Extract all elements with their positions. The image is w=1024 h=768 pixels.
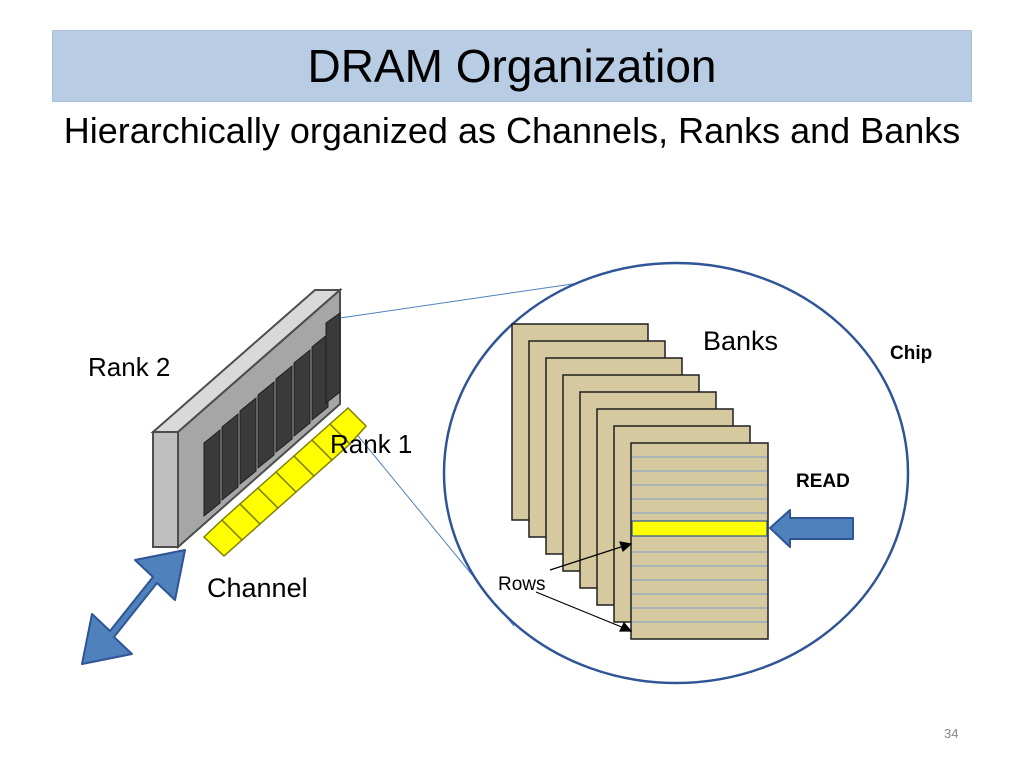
- zoom-line-top: [339, 281, 587, 319]
- rank2-chip: [239, 396, 257, 486]
- double-headed-arrow-icon: [81, 549, 186, 665]
- rank2-chip: [311, 332, 329, 422]
- title-bar: DRAM Organization: [52, 30, 972, 102]
- rank2-chip: [221, 412, 239, 502]
- rank2-chip: [203, 428, 221, 518]
- slide-subtitle: Hierarchically organized as Channels, Ra…: [63, 110, 961, 151]
- page-number: 34: [944, 726, 959, 741]
- rank2-chip: [325, 312, 341, 405]
- banks-label: Banks: [703, 326, 779, 356]
- active-row: [631, 520, 768, 537]
- rank2-chip: [257, 380, 275, 470]
- channel-label: Channel: [207, 573, 308, 603]
- chip-label: Chip: [890, 343, 933, 364]
- bank-stack: [511, 323, 769, 640]
- rank1-label: Rank 1: [330, 429, 413, 459]
- front-bank: [630, 442, 769, 640]
- rows-pointers: [535, 541, 633, 632]
- read-label: READ: [796, 471, 850, 492]
- rows-label: Rows: [498, 574, 546, 595]
- module-front-face: [152, 431, 179, 548]
- rank2-chips: [203, 312, 341, 518]
- dimm-module: [150, 287, 368, 558]
- bank-rows: [632, 456, 767, 623]
- rank1-chip: [328, 406, 368, 446]
- rank1-chips: [202, 406, 368, 558]
- slide-title: DRAM Organization: [307, 40, 717, 92]
- rank2-chip: [275, 364, 293, 454]
- rank2-chip: [293, 348, 311, 438]
- rank2-label: Rank 2: [88, 352, 171, 382]
- left-arrow-icon: [769, 509, 854, 548]
